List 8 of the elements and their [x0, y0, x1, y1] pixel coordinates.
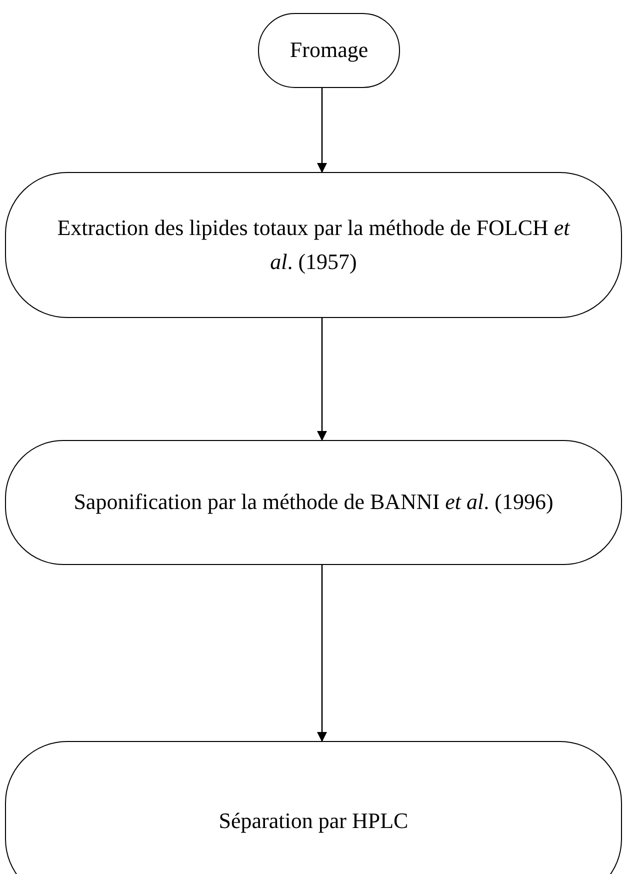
- arrow: [317, 565, 327, 742]
- step-text: Extraction des lipides totaux par la méthode de FOLCH et al. (1957): [56, 214, 572, 276]
- arrow: [317, 88, 327, 173]
- step-text: Fromage: [288, 36, 370, 64]
- step-text: Séparation par HPLC: [218, 806, 410, 835]
- arrow: [317, 318, 327, 441]
- step-text: Saponification par la méthode de BANNI et al. (1996): [72, 488, 554, 516]
- process-box: [5, 741, 622, 874]
